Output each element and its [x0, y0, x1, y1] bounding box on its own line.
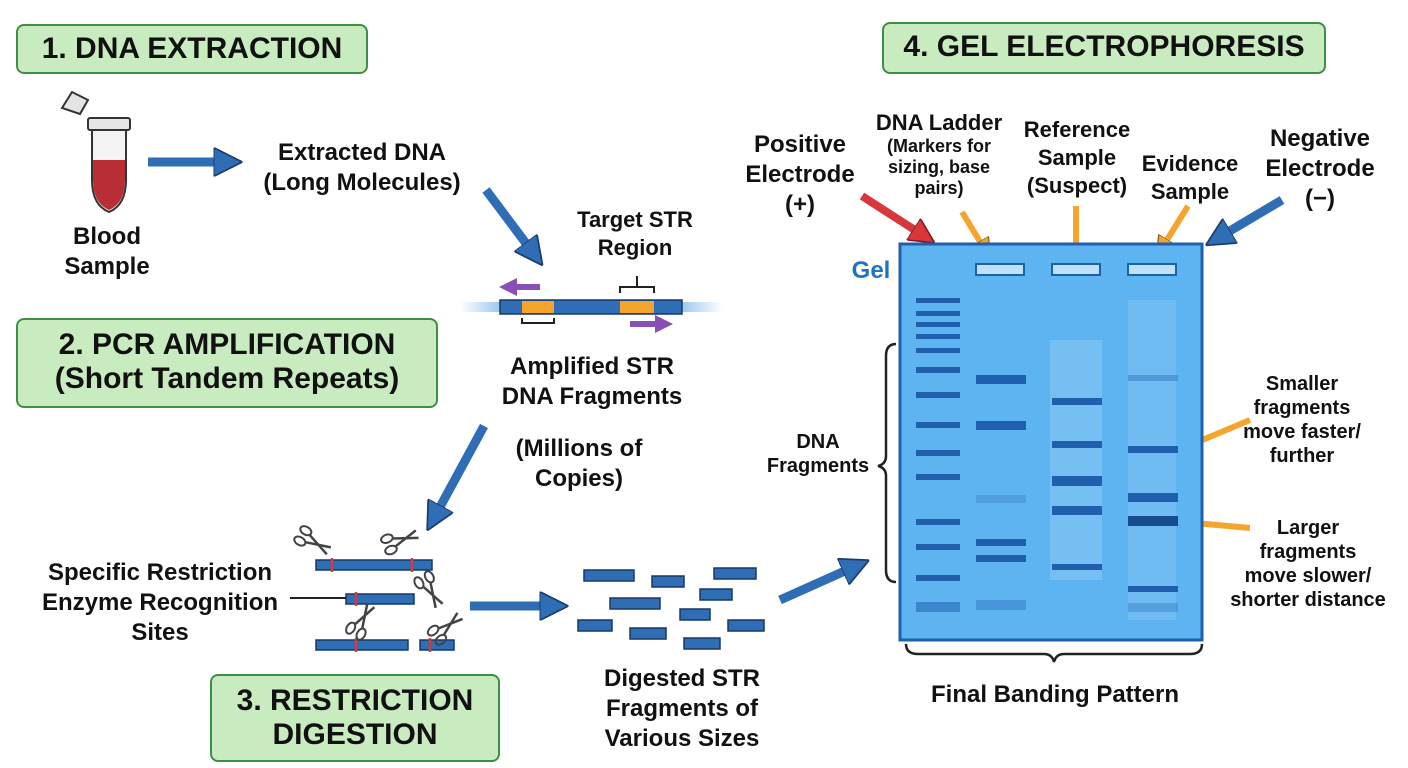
label-target-str: Target STR Region — [577, 207, 693, 260]
step-gel-electrophoresis: 4. GEL ELECTROPHORESIS — [882, 22, 1326, 74]
step-dna-extraction: 1. DNA EXTRACTION — [16, 24, 368, 74]
label-larger-fragments: Larger fragments move slower/ shorter di… — [1230, 517, 1386, 611]
arrow-negative-electrode — [1218, 196, 1285, 238]
ladder-bands — [916, 298, 960, 612]
label-dna-ladder: DNA Ladder (Markers for sizing, base pai… — [875, 110, 1003, 198]
arrow-fragments-to-gel — [778, 566, 856, 605]
label-final-banding-pattern: Final Banding Pattern — [930, 681, 1179, 708]
label-smaller-fragments: Smaller fragments move faster/ further — [1243, 373, 1361, 467]
label-negative-electrode: Negative Electrode (−) — [1265, 125, 1375, 212]
arrow-positive-electrode — [859, 192, 924, 236]
str-region-left — [522, 301, 554, 313]
label-gel: Gel — [851, 257, 891, 284]
label-amplified-str: Amplified STR DNA Fragments — [501, 353, 683, 410]
label-digested-fragments: Digested STR Fragments of Various Sizes — [603, 665, 761, 752]
scissors-icon — [293, 525, 463, 646]
step-restriction-line1: 3. RESTRICTION — [236, 684, 474, 717]
bottom-bracket — [904, 643, 1204, 663]
str-region-right — [620, 301, 654, 313]
label-reference-sample: Reference Sample (Suspect) — [1023, 117, 1131, 198]
step-pcr-line1: 2. PCR AMPLIFICATION — [58, 328, 396, 361]
lower-bracket — [521, 318, 555, 324]
label-evidence-sample: Evidence Sample — [1141, 151, 1239, 204]
arrow-pcr-to-digest — [434, 423, 488, 518]
dna-strand-icon — [460, 276, 722, 333]
target-bracket — [619, 276, 655, 293]
digested-fragments — [577, 567, 765, 650]
step-restriction-line2: DIGESTION — [272, 718, 438, 751]
label-extracted-dna: Extracted DNA (Long Molecules) — [263, 139, 461, 196]
step-pcr-line2: (Short Tandem Repeats) — [54, 362, 400, 395]
step-dna-extraction-label: 1. DNA EXTRACTION — [41, 32, 343, 65]
lane2-bands — [976, 375, 1026, 610]
gel-wells — [975, 263, 1177, 276]
label-dna-fragments: DNA Fragments — [766, 431, 870, 477]
label-millions-copies: (Millions of Copies) — [515, 435, 643, 492]
arrow-dna-to-pcr — [482, 187, 534, 254]
lane4-bands — [1128, 375, 1178, 612]
gel-slab-icon — [898, 242, 1204, 642]
flow-arrows — [148, 162, 1285, 606]
step-pcr-amplification: 2. PCR AMPLIFICATION (Short Tandem Repea… — [16, 318, 438, 408]
label-positive-electrode: Positive Electrode (+) — [745, 131, 855, 218]
label-restriction-sites: Specific Restriction Enzyme Recognition … — [41, 559, 279, 646]
lane3-bands — [1052, 398, 1102, 570]
step-restriction-digestion: 3. RESTRICTION DIGESTION — [210, 674, 500, 762]
bracket-icon — [877, 342, 897, 584]
label-blood-sample: Blood Sample — [64, 223, 150, 280]
blood-tube-icon — [60, 90, 131, 214]
step-gel-label: 4. GEL ELECTROPHORESIS — [903, 30, 1305, 63]
